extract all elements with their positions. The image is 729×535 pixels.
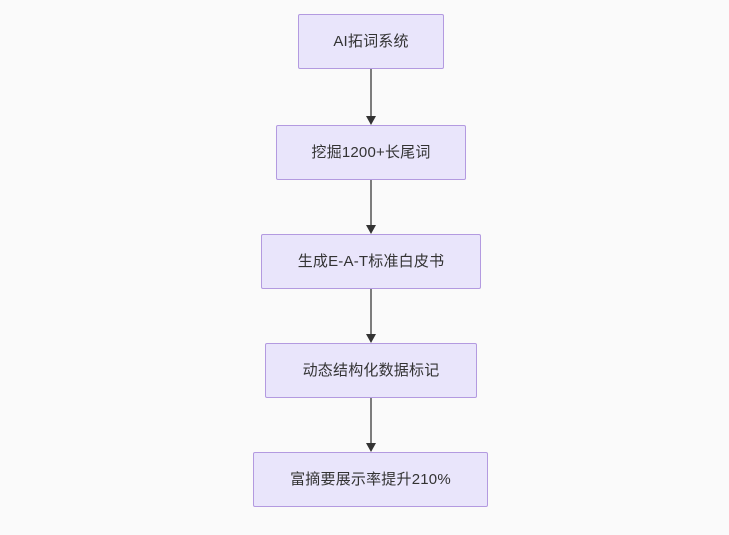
edge-line bbox=[370, 69, 372, 117]
arrowhead-icon bbox=[366, 116, 376, 125]
edge-line bbox=[370, 180, 372, 226]
flow-edge-n3-n4 bbox=[361, 289, 381, 343]
arrowhead-icon bbox=[366, 443, 376, 452]
flow-node-label: AI拓词系统 bbox=[333, 33, 409, 50]
flow-node-label: 富摘要展示率提升210% bbox=[290, 471, 451, 488]
flow-node-label: 生成E-A-T标准白皮书 bbox=[297, 253, 445, 270]
edge-line bbox=[370, 398, 372, 444]
flow-edge-n4-n5 bbox=[361, 398, 381, 452]
arrowhead-icon bbox=[366, 334, 376, 343]
flow-edge-n2-n3 bbox=[361, 180, 381, 234]
arrowhead-icon bbox=[366, 225, 376, 234]
flow-edge-n1-n2 bbox=[361, 69, 381, 125]
flow-node-rich-snippet-result[interactable]: 富摘要展示率提升210% bbox=[253, 452, 488, 507]
flow-node-label: 挖掘1200+长尾词 bbox=[311, 144, 431, 161]
flow-node-structured-data-markup[interactable]: 动态结构化数据标记 bbox=[265, 343, 477, 398]
edge-line bbox=[370, 289, 372, 335]
flow-node-ai-keyword-system[interactable]: AI拓词系统 bbox=[298, 14, 444, 69]
flow-node-eat-whitepaper[interactable]: 生成E-A-T标准白皮书 bbox=[261, 234, 481, 289]
flow-node-longtail-mining[interactable]: 挖掘1200+长尾词 bbox=[276, 125, 466, 180]
flow-node-label: 动态结构化数据标记 bbox=[302, 362, 440, 379]
